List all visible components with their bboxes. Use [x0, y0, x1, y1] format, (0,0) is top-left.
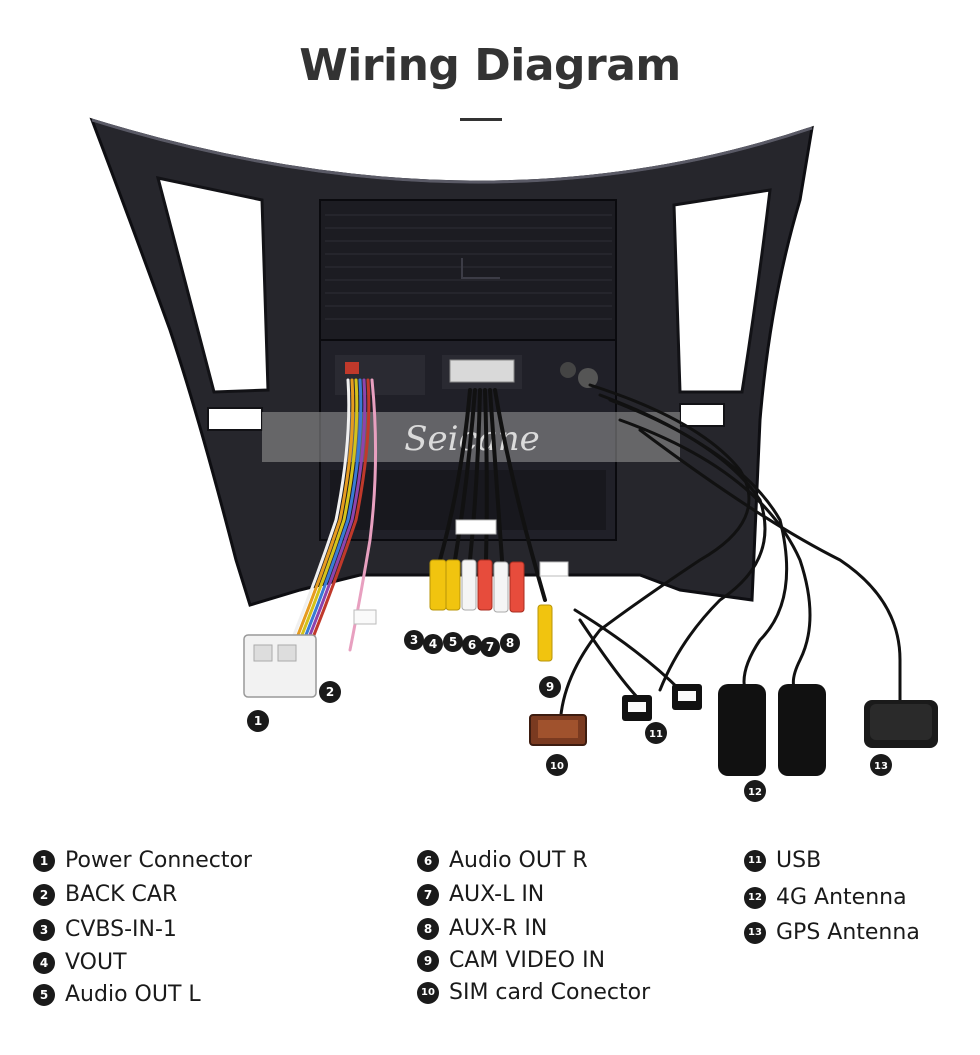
- sim-connector: [529, 714, 587, 746]
- legend-label: BACK CAR: [65, 882, 178, 907]
- callout-1: 1: [247, 710, 269, 732]
- svg-text:5: 5: [449, 635, 457, 649]
- legend-item-1: 1 Power Connector: [33, 848, 252, 873]
- svg-text:6: 6: [468, 638, 476, 652]
- power-harness: [243, 378, 378, 698]
- callout-10: 10: [546, 754, 568, 776]
- callout-5: 5: [443, 632, 463, 652]
- callout-2: 2: [319, 681, 341, 703]
- legend-badge: 4: [33, 951, 55, 974]
- wiring-diagram-figure: Seicane: [89, 117, 938, 802]
- svg-text:1: 1: [254, 714, 262, 728]
- legend-item-10: 10 SIM card Conector: [417, 980, 650, 1005]
- legend-badge: 9: [417, 949, 439, 972]
- 4g-antennas: [718, 684, 826, 776]
- legend-label: CAM VIDEO IN: [449, 948, 606, 973]
- legend-label: 4G Antenna: [776, 885, 907, 910]
- callout-11: 11: [645, 722, 667, 744]
- legend-label: AUX-R IN: [449, 916, 548, 941]
- legend-item-5: 5 Audio OUT L: [33, 982, 201, 1007]
- legend-badge: 6: [417, 849, 439, 872]
- legend-badge: 7: [417, 883, 439, 906]
- legend-item-3: 3 CVBS-IN-1: [33, 917, 177, 942]
- svg-text:4: 4: [429, 637, 437, 651]
- svg-text:10: 10: [550, 761, 564, 772]
- page-title: Wiring Diagram: [299, 40, 681, 91]
- callout-9: 9: [539, 676, 561, 698]
- title-divider: [460, 118, 502, 121]
- legend-label: Audio OUT L: [65, 982, 201, 1007]
- legend-badge: 2: [33, 883, 55, 906]
- legend-item-7: 7 AUX-L IN: [417, 882, 544, 907]
- svg-text:11: 11: [649, 729, 663, 740]
- legend-badge: 11: [744, 849, 766, 872]
- callout-markers: 1 2 3 4 5 6 7 8 9 10 11 12 13: [247, 630, 892, 802]
- callout-13: 13: [870, 754, 892, 776]
- legend-label: Power Connector: [65, 848, 252, 873]
- legend-item-9: 9 CAM VIDEO IN: [417, 948, 605, 973]
- svg-text:13: 13: [874, 761, 888, 772]
- head-unit-rear: [319, 199, 617, 541]
- svg-text:9: 9: [546, 680, 554, 694]
- legend-label: SIM card Conector: [449, 980, 651, 1005]
- legend-badge: 12: [744, 886, 766, 909]
- callout-3: 3: [404, 630, 424, 650]
- legend-label: Audio OUT R: [449, 848, 588, 873]
- legend-item-2: 2 BACK CAR: [33, 882, 177, 907]
- antenna-cables: [558, 383, 902, 732]
- legend-label: CVBS-IN-1: [65, 917, 177, 942]
- legend-badge: 10: [417, 981, 439, 1004]
- legend-badge: 1: [33, 849, 55, 872]
- rca-cable-bundle: [429, 388, 569, 662]
- callout-7: 7: [480, 637, 500, 657]
- callout-8: 8: [500, 633, 520, 653]
- legend-badge: 8: [417, 917, 439, 940]
- legend-item-12: 12 4G Antenna: [744, 885, 907, 910]
- callout-4: 4: [423, 634, 443, 654]
- callout-6: 6: [462, 635, 482, 655]
- svg-text:8: 8: [506, 636, 514, 650]
- legend-badge: 5: [33, 983, 55, 1006]
- legend-label: AUX-L IN: [449, 882, 545, 907]
- legend-item-13: 13 GPS Antenna: [744, 920, 920, 945]
- svg-text:12: 12: [748, 787, 762, 798]
- legend-item-6: 6 Audio OUT R: [417, 848, 588, 873]
- svg-text:3: 3: [410, 633, 418, 647]
- gps-antenna: [864, 700, 938, 748]
- legend-badge: 13: [744, 921, 766, 944]
- legend-item-8: 8 AUX-R IN: [417, 916, 547, 941]
- legend-badge: 3: [33, 918, 55, 941]
- usb-connectors: [622, 684, 702, 721]
- legend-item-11: 11 USB: [744, 848, 821, 873]
- legend-label: USB: [776, 848, 822, 873]
- legend-item-4: 4 VOUT: [33, 950, 127, 975]
- legend-label: GPS Antenna: [776, 920, 920, 945]
- callout-12: 12: [744, 780, 766, 802]
- legend-label: VOUT: [65, 950, 127, 975]
- svg-text:2: 2: [326, 685, 334, 699]
- svg-text:7: 7: [486, 640, 494, 654]
